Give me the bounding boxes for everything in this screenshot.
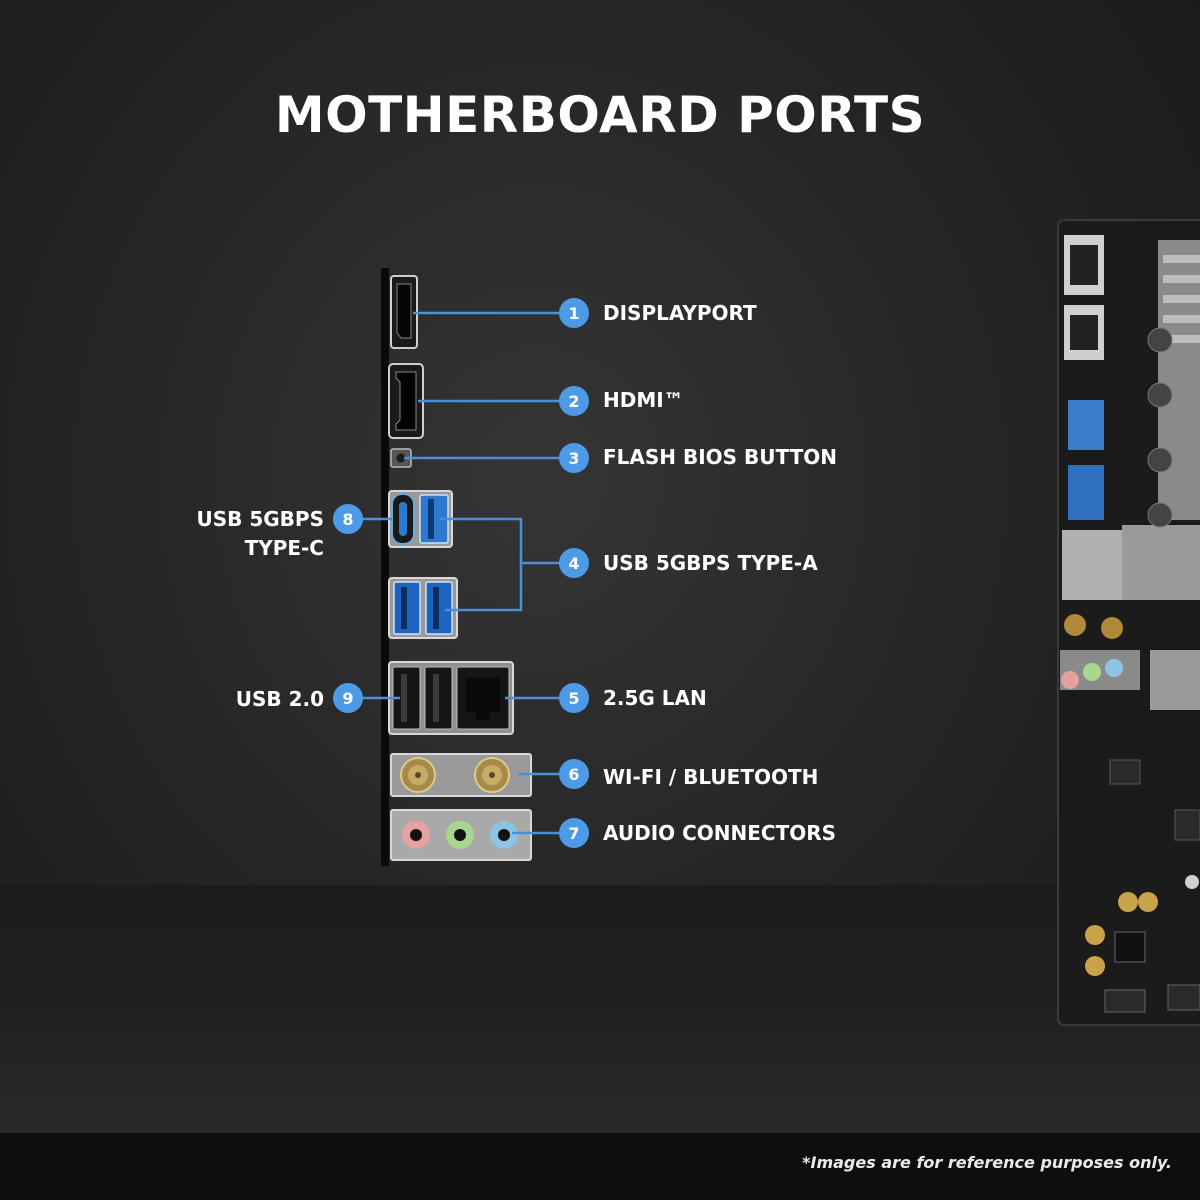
badge-7-number: 7 (568, 824, 579, 843)
wifi-antenna-connectors (390, 753, 532, 797)
label-audio-connectors: AUDIO CONNECTORS (603, 821, 837, 845)
label-displayport: DISPLAYPORT (603, 301, 757, 325)
flash-bios-button-connector (390, 448, 412, 468)
leader-lines (362, 311, 560, 835)
badge-4: 4 (559, 548, 589, 578)
label-hdmi: HDMI™ (603, 388, 684, 412)
label-usb-5gbps-type-a: USB 5GBPS TYPE-A (603, 551, 818, 575)
footer-bar (0, 1133, 1200, 1200)
usb2-lan-block (388, 661, 514, 735)
badge-7: 7 (559, 818, 589, 848)
badge-5-number: 5 (568, 689, 579, 708)
motherboard-image (1057, 219, 1200, 1026)
badge-4-number: 4 (568, 554, 579, 573)
badge-3-number: 3 (568, 449, 579, 468)
hdmi-connector (388, 363, 424, 439)
label-2-5g-lan: 2.5G LAN (603, 686, 707, 710)
badge-6-number: 6 (568, 765, 579, 784)
usb-type-a-pair (388, 577, 458, 639)
badge-1-number: 1 (568, 304, 579, 323)
badge-5: 5 (559, 683, 589, 713)
usb-type-c-connector (388, 490, 453, 548)
label-usb-type-c-line1: USB 5GBPS (196, 507, 325, 531)
badge-2: 2 (559, 386, 589, 416)
badge-6: 6 (559, 759, 589, 789)
badge-9-number: 9 (342, 689, 353, 708)
page-title: MOTHERBOARD PORTS (274, 85, 926, 144)
label-flash-bios-button: FLASH BIOS BUTTON (603, 445, 838, 469)
badge-3: 3 (559, 443, 589, 473)
io-bracket (381, 268, 389, 866)
badge-9: 9 (333, 683, 363, 713)
badge-1: 1 (559, 298, 589, 328)
badge-2-number: 2 (568, 392, 579, 411)
audio-jacks (390, 809, 532, 861)
badge-8-number: 8 (342, 510, 353, 529)
floor-background (0, 885, 1200, 1135)
label-wifi-bluetooth: WI-FI / BLUETOOTH (603, 765, 819, 789)
displayport-connector (390, 275, 418, 349)
label-usb-type-c-line2: TYPE-C (244, 536, 324, 560)
label-usb-2-0: USB 2.0 (235, 687, 324, 711)
badge-8: 8 (333, 504, 363, 534)
disclaimer-text: *Images are for reference purposes only. (802, 1153, 1172, 1172)
